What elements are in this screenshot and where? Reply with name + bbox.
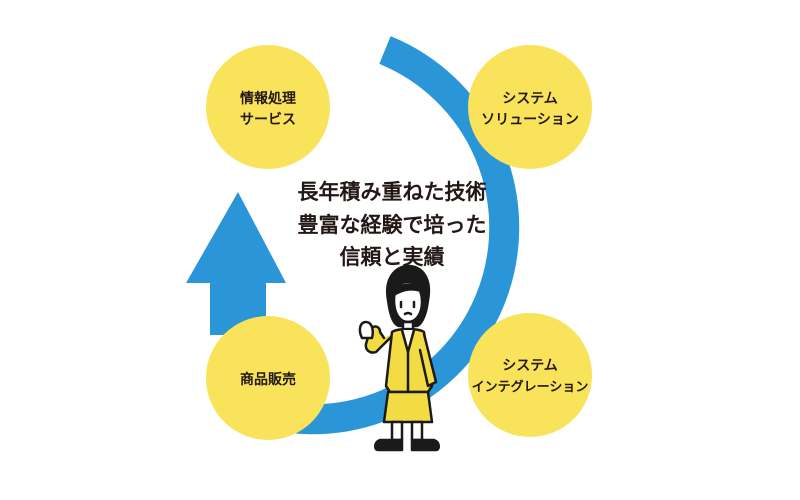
- center-text-line1: 長年積み重ねた技術: [298, 180, 487, 204]
- node-label-product-sales: 商品販売: [240, 371, 296, 388]
- node-label-system-integration-line1: システム: [502, 358, 558, 374]
- center-text-line3: 信頼と実績: [340, 245, 445, 269]
- node-label-system-solution-line2: ソリューション: [481, 112, 579, 128]
- node-circle-system-solution: [468, 45, 592, 169]
- node-label-system-solution-line1: システム: [502, 91, 558, 107]
- node-label-info-processing-line2: サービス: [240, 112, 296, 128]
- node-circle-info-processing: [206, 45, 330, 169]
- node-label-system-integration-line2: インテグレーション: [472, 379, 589, 395]
- node-circle-system-integration: [468, 313, 592, 437]
- center-text-line2: 豊富な経験で培った: [298, 213, 487, 237]
- cycle-arrow: [186, 192, 286, 335]
- node-label-info-processing-line1: 情報処理: [240, 90, 296, 107]
